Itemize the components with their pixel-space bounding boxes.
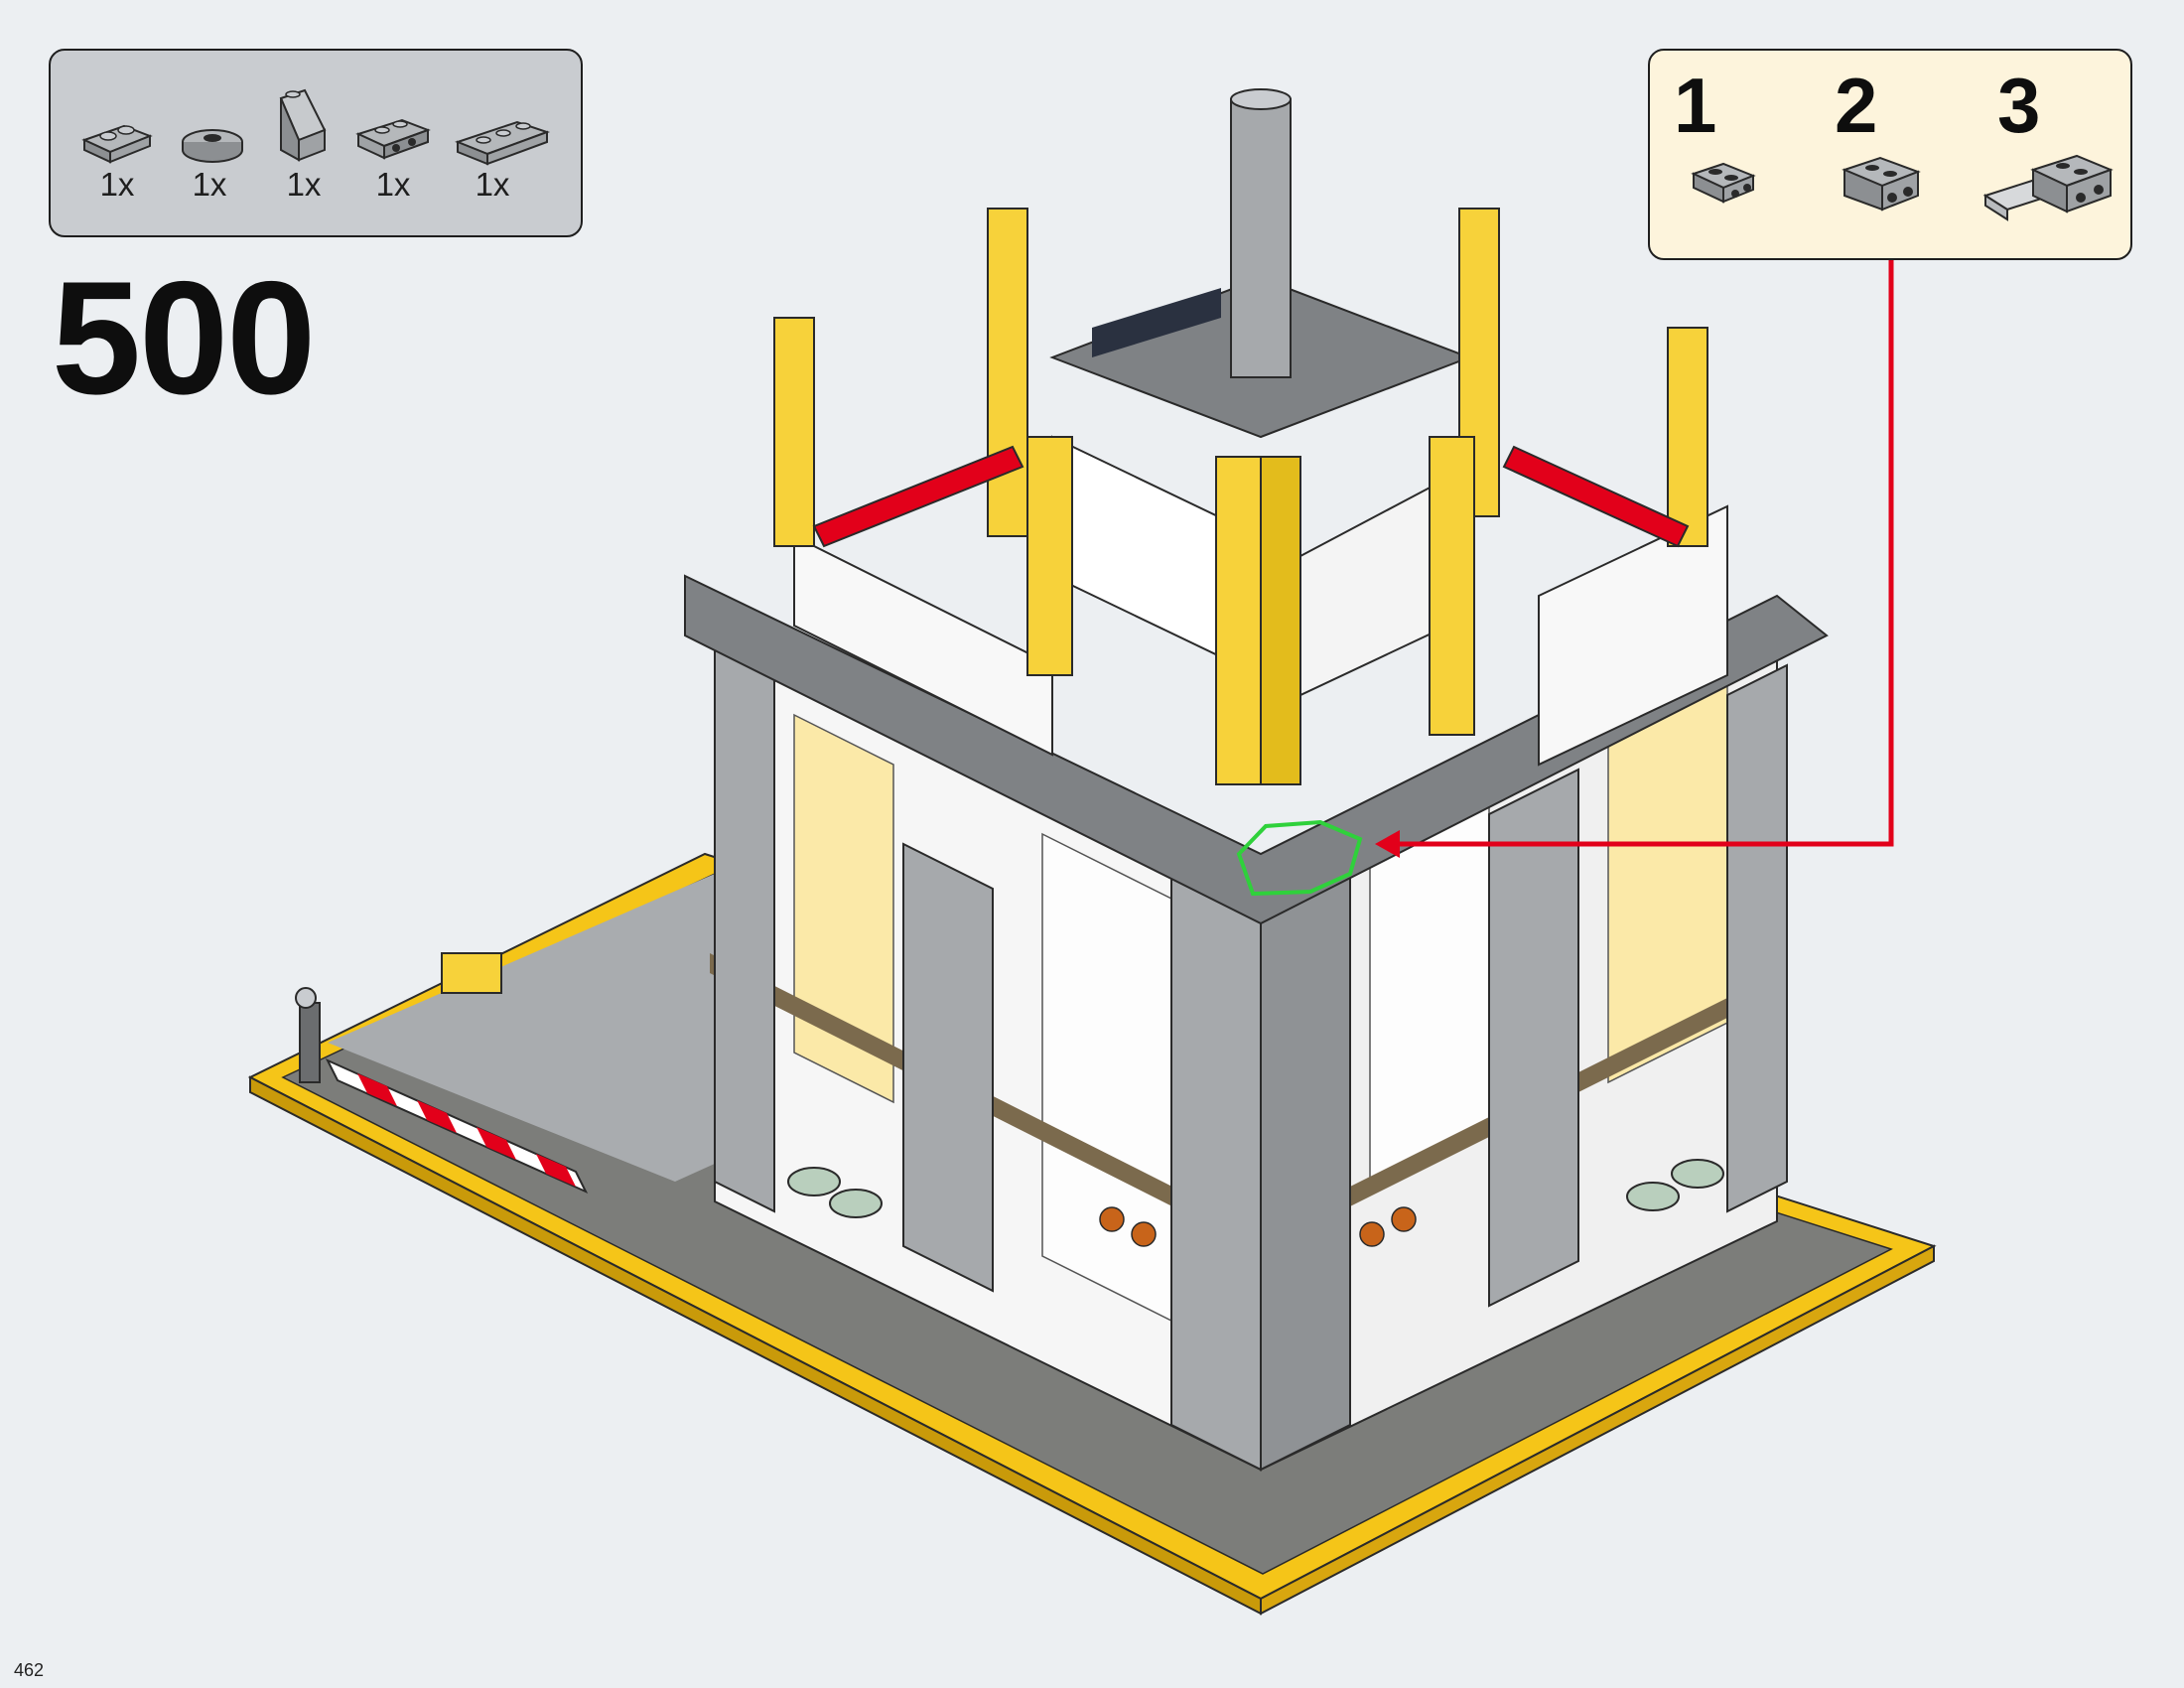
slope-brick-icon	[279, 88, 327, 162]
planters	[787, 1159, 1724, 1218]
part-item: 1x	[72, 59, 162, 227]
jumper-plate-1x2-icon	[182, 129, 243, 163]
part-qty: 1x	[286, 166, 322, 203]
stone-columns	[684, 574, 1829, 1472]
part-item: 1x	[165, 59, 254, 227]
sub-step-number: 3	[1997, 62, 2041, 149]
yellow-scaffold	[773, 208, 1708, 785]
sub-step-callout: 1 2 3	[1648, 49, 2132, 260]
sub-step: 3	[1978, 57, 2116, 255]
railing	[1092, 288, 1221, 357]
parts-list: 1x 1x 1x 1x	[49, 49, 583, 237]
plate-1x3-icon	[455, 120, 551, 166]
bracket-plate-stack-icon	[1842, 156, 1921, 211]
placement-highlight	[1236, 819, 1363, 897]
part-item: 1x	[348, 59, 438, 227]
sub-step: 1	[1654, 57, 1793, 255]
callout-arrow	[1375, 260, 1894, 858]
part-qty: 1x	[192, 166, 227, 203]
bracket-plate-icon	[1691, 162, 1756, 204]
plate-1x2-icon	[81, 124, 153, 164]
sub-step-number: 2	[1835, 62, 1878, 149]
chimney	[1230, 88, 1292, 378]
sub-step-number: 1	[1674, 62, 1717, 149]
entrance-doors	[1099, 1206, 1417, 1247]
part-item: 1x	[448, 59, 551, 227]
part-qty: 1x	[375, 166, 411, 203]
part-qty: 1x	[475, 166, 510, 203]
part-item: 1x	[259, 59, 348, 227]
bracket-plate-icon	[355, 118, 431, 160]
part-qty: 1x	[99, 166, 135, 203]
yellow-tile	[441, 952, 502, 994]
sub-step: 2	[1815, 57, 1954, 255]
slope-bracket-assembly-icon	[1982, 154, 2114, 221]
road-barrier	[295, 987, 589, 1195]
step-number: 500	[52, 248, 316, 428]
page-number: 462	[14, 1660, 45, 1680]
